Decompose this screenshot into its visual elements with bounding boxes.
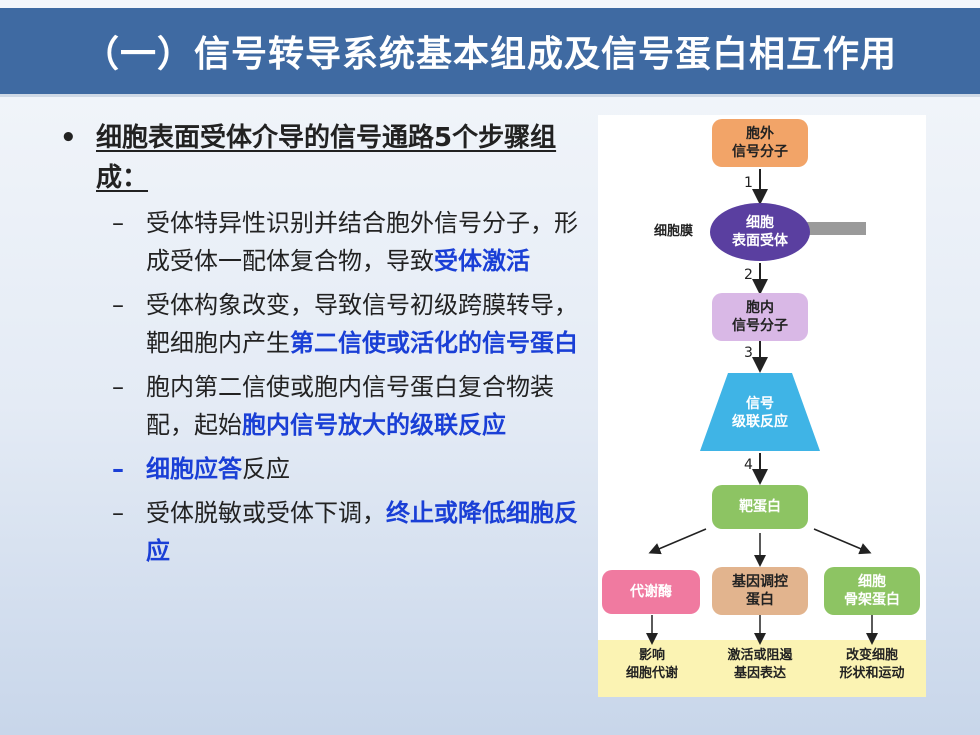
result-text: 改变细胞 形状和运动 [839, 648, 905, 681]
dash: – [112, 291, 124, 319]
list-item: – 胞内第二信使或胞内信号蛋白复合物装配，起始胞内信号放大的级联反应 [60, 368, 590, 444]
bullet-symbol: • [60, 123, 77, 153]
item-text: 受体脱敏或受体下调， [146, 499, 386, 527]
extracellular-signal-box: 胞外 信号分子 [712, 119, 808, 167]
branch-arrow-right [813, 528, 872, 555]
item-highlight: 胞内信号放大的级联反应 [242, 411, 506, 439]
dash: – [112, 499, 124, 527]
dash: – [112, 209, 124, 237]
dash: – [112, 373, 124, 401]
step-number: 3 [744, 345, 753, 361]
item-highlight: 细胞应答 [146, 455, 242, 483]
list-item: – 受体脱敏或受体下调，终止或降低细胞反应 [60, 494, 590, 570]
step-number: 1 [744, 175, 753, 191]
signal-pathway-diagram: 胞外 信号分子 1 细胞膜 细胞 表面受体 2 胞内 信号分子 3 信号 级联反… [598, 115, 926, 697]
cytoskeletal-protein-box: 细胞 骨架蛋白 [824, 567, 920, 615]
step-number: 2 [744, 267, 753, 283]
result-text: 影响 细胞代谢 [625, 648, 678, 681]
membrane-label: 细胞膜 [654, 224, 694, 239]
intracellular-signal-box: 胞内 信号分子 [712, 293, 808, 341]
dash: – [112, 455, 124, 483]
content-area: • 细胞表面受体介导的信号通路5个步骤组成： – 受体特异性识别并结合胞外信号分… [60, 118, 590, 570]
branch-arrow-left [648, 528, 707, 555]
cascade-label: 信号 级联反应 [732, 396, 788, 430]
title-bar: （一）信号转导系统基本组成及信号蛋白相互作用 [0, 8, 980, 97]
step-number: 4 [744, 457, 753, 473]
result-text: 激活或阻遏 基因表达 [727, 648, 793, 681]
page-title: （一）信号转导系统基本组成及信号蛋白相互作用 [82, 34, 897, 75]
main-bullet-text: 细胞表面受体介导的信号通路5个步骤组成： [96, 123, 557, 193]
item-highlight: 终止或降低细胞反应 [146, 499, 578, 565]
list-item: – 细胞应答反应 [60, 450, 590, 488]
list-item: – 受体构象改变，导致信号初级跨膜转导，靶细胞内产生第二信使或活化的信号蛋白 [60, 286, 590, 362]
item-highlight: 第二信使或活化的信号蛋白 [290, 329, 578, 357]
list-item: – 受体特异性识别并结合胞外信号分子，形成受体一配体复合物，导致受体激活 [60, 204, 590, 280]
target-protein-box: 靶蛋白 [712, 485, 808, 529]
sub-list: – 受体特异性识别并结合胞外信号分子，形成受体一配体复合物，导致受体激活 – 受… [60, 204, 590, 570]
results-band [598, 640, 926, 697]
metabolic-enzyme-box: 代谢酶 [602, 570, 700, 614]
item-highlight: 受体激活 [434, 247, 530, 275]
receptor-ellipse: 细胞 表面受体 [710, 203, 810, 261]
main-bullet: • 细胞表面受体介导的信号通路5个步骤组成： [60, 118, 590, 198]
gene-regulatory-protein-box: 基因调控 蛋白 [712, 567, 808, 615]
item-after: 反应 [242, 455, 290, 483]
item-text: 胞内第二信使或胞内信号蛋白复合物装配，起始 [146, 373, 554, 439]
item-text: 受体特异性识别并结合胞外信号分子，形成受体一配体复合物，导致 [146, 209, 578, 275]
cascade-shape [700, 373, 820, 451]
item-text: 受体构象改变，导致信号初级跨膜转导，靶细胞内产生 [146, 291, 578, 357]
